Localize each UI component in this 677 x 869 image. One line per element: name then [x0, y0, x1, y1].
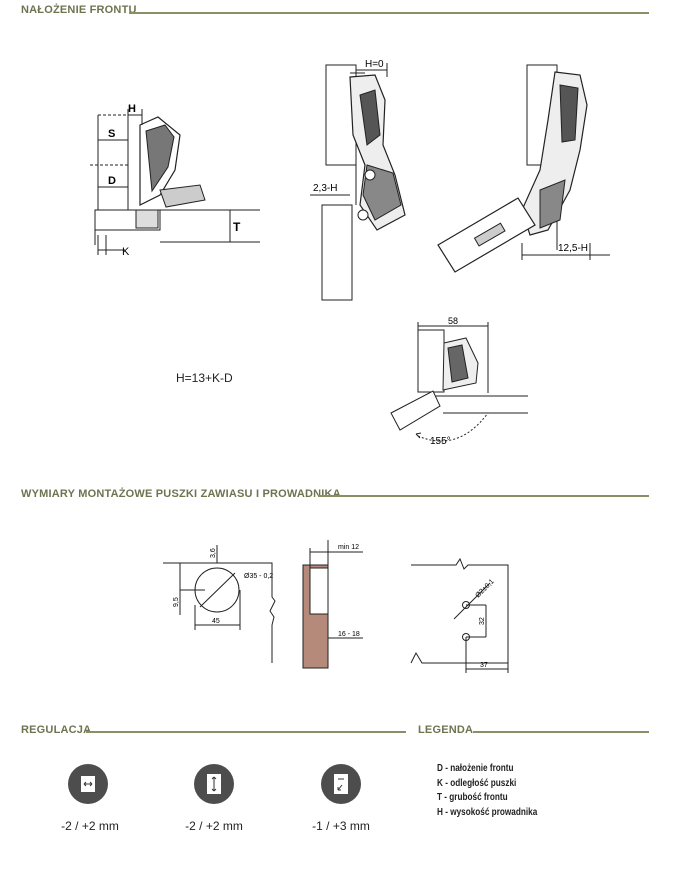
- label-cup-diameter: Ø35 - 0,2: [244, 573, 273, 580]
- adjustment-value: -1 / +3 mm: [312, 819, 370, 833]
- section-rule: [129, 12, 649, 14]
- label-S: S: [108, 128, 115, 140]
- label-gap-right: 12,5-H: [558, 243, 588, 254]
- depth-adjust-icon: [321, 764, 361, 804]
- label-cup-distance: 45: [212, 618, 220, 625]
- label-cup-offset: 9,5: [173, 597, 180, 607]
- hinge-opened-front-diagram: 12,5-H: [437, 64, 610, 273]
- label-D: D: [108, 175, 116, 187]
- label-H: H: [128, 103, 136, 115]
- adjustment-value: -2 / +2 mm: [61, 819, 119, 833]
- legend-list: D - nałożenie frontu K - odległość puszk…: [437, 762, 559, 820]
- legend-item: D - nałożenie frontu: [437, 763, 514, 774]
- cup-drilling-diagram: 3,6 Ø35 - 0,2 9,5 45: [163, 545, 276, 663]
- label-K: K: [122, 246, 130, 258]
- vertical-arrows-icon: [194, 764, 234, 804]
- overlay-side-diagram: H S D T K: [90, 103, 260, 258]
- section-title-mounting: WYMIARY MONTAŻOWE PUSZKI ZAWIASU I PROWA…: [21, 488, 341, 500]
- section-title-adjustment: REGULACJA: [21, 724, 92, 736]
- label-h-zero: H=0: [365, 59, 384, 70]
- label-cup-depth: 3,6: [210, 548, 217, 558]
- label-plate-hole: Ø2±0,1: [475, 578, 496, 599]
- hinge-open-diagram: H=0 2,3-H: [310, 59, 406, 301]
- opening-angle-diagram: 58 155°: [390, 316, 528, 447]
- label-width-58: 58: [448, 316, 458, 326]
- section-rule: [86, 731, 406, 733]
- legend-item: K - odległość puszki: [437, 777, 517, 789]
- section-title-legend: LEGENDA: [418, 724, 474, 736]
- adjustment-value: -2 / +2 mm: [185, 819, 243, 833]
- label-section-thickness: 16 - 18: [338, 631, 360, 638]
- section-rule: [473, 731, 649, 733]
- horizontal-arrows-icon: [68, 764, 108, 804]
- plate-drilling-diagram: Ø2±0,1 32 37: [410, 557, 509, 673]
- overlay-formula: H=13+K-D: [176, 371, 233, 385]
- label-section-min: min 12: [338, 544, 359, 551]
- cup-section-diagram: min 12 16 - 18: [302, 540, 363, 669]
- section-rule: [318, 495, 649, 497]
- label-T: T: [233, 220, 241, 234]
- section-title-overlay: NAŁOŻENIE FRONTU: [21, 4, 137, 16]
- label-gap-left: 2,3-H: [313, 183, 337, 194]
- label-angle: 155°: [430, 436, 451, 447]
- legend-item: T - grubość frontu: [437, 792, 508, 803]
- label-plate-distance: 37: [480, 662, 488, 669]
- legend-item: H - wysokość prowadnika: [437, 806, 538, 818]
- label-plate-spacing: 32: [479, 617, 486, 625]
